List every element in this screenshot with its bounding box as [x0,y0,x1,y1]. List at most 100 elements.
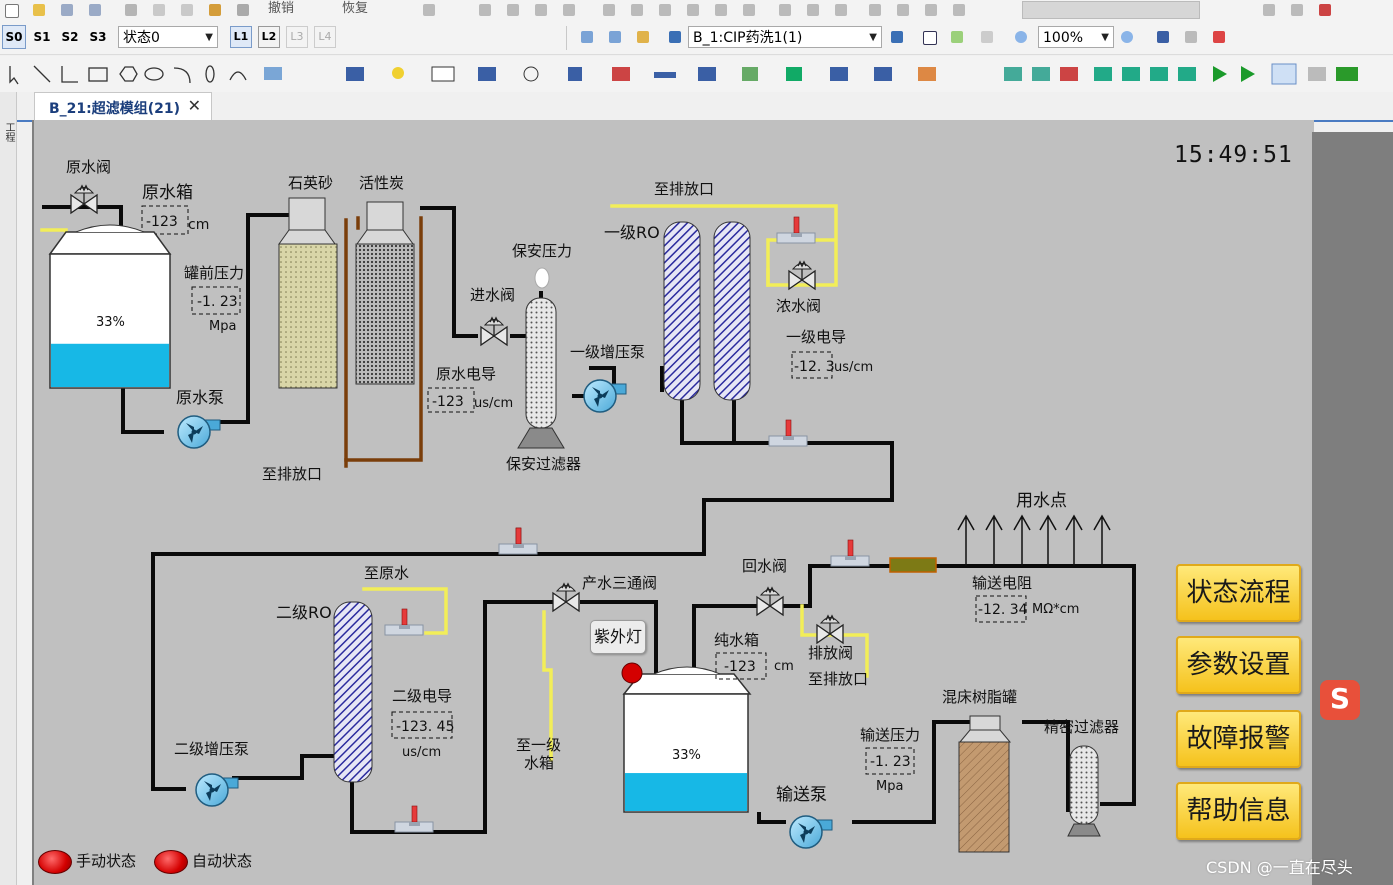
move-widget-icon[interactable] [786,67,802,81]
activated-carbon-filter[interactable] [355,201,415,385]
delete-icon[interactable] [234,1,252,19]
open-folder-icon[interactable] [30,1,48,19]
grid-settings-icon[interactable] [1182,28,1200,46]
download-all-icon[interactable] [1122,67,1140,81]
return-valve[interactable] [756,587,784,616]
uv-lamp-button[interactable]: 紫外灯 [590,620,646,654]
page-props-icon[interactable] [634,28,652,46]
font-combo[interactable] [1022,1,1200,19]
align-top-icon[interactable] [560,1,578,19]
line-tool-icon[interactable] [33,65,51,83]
security-filter[interactable] [517,297,565,449]
inlet-valve[interactable] [480,317,508,346]
copy-icon[interactable] [150,1,168,19]
same-height-icon[interactable] [684,1,702,19]
align-bottom-icon[interactable] [600,1,618,19]
font-color-icon[interactable] [1316,1,1334,19]
bulb-icon[interactable] [392,67,404,79]
close-icon[interactable]: ✕ [187,96,201,115]
paste-icon[interactable] [178,1,196,19]
sync-icon[interactable] [1178,67,1196,81]
group-icon[interactable] [776,1,794,19]
pure-water-tank[interactable]: 33% [622,666,752,813]
fault-alarm-button[interactable]: 故障报警 [1176,710,1301,768]
bar-widget-icon[interactable] [478,67,496,81]
raw-water-tank[interactable]: 33% [48,224,172,389]
csv-icon[interactable] [1308,67,1326,81]
undo-button[interactable]: 撤销 [268,1,295,16]
paste-special-icon[interactable] [206,1,224,19]
state-s3-button[interactable]: S3 [89,30,107,44]
page-next-icon[interactable] [888,28,906,46]
zoom-combo[interactable]: 100%▼ [1038,26,1114,48]
distribute-icon[interactable] [628,1,646,19]
tab-document[interactable]: B_21:超滤模组(21) ✕ [34,92,212,120]
ro1-membrane-b[interactable] [713,221,751,401]
left-dock-strip[interactable]: 工程 [0,92,17,885]
find-icon[interactable] [420,1,438,19]
rebuild-icon[interactable] [1032,67,1050,81]
chord-tool-icon[interactable] [205,65,215,83]
save-icon[interactable] [58,1,76,19]
save-all-icon[interactable] [86,1,104,19]
layout-icon[interactable] [948,28,966,46]
download-icon[interactable] [1094,67,1112,81]
raw-pump[interactable] [177,415,221,449]
valve-widget-icon[interactable] [742,67,758,81]
clean-icon[interactable] [1060,67,1078,81]
italic-icon[interactable] [1288,1,1306,19]
same-width-icon[interactable] [656,1,674,19]
magnet-icon[interactable] [1210,28,1228,46]
table-widget-icon[interactable] [698,67,716,81]
simulate-icon[interactable] [1241,66,1255,82]
recipe-widget-icon[interactable] [830,67,848,81]
cloud-icon[interactable] [1271,63,1297,85]
state-combo[interactable]: 状态0▼ [118,26,218,48]
zoom-in-icon[interactable] [1012,28,1030,46]
fine-filter[interactable] [1067,745,1101,837]
new-file-icon[interactable] [2,1,20,19]
lock-icon[interactable] [950,1,968,19]
cut-icon[interactable] [122,1,140,19]
clock-widget-icon[interactable] [523,66,539,82]
redo-button[interactable]: 恢复 [342,1,369,16]
window-icon[interactable] [920,28,938,46]
fit-icon[interactable] [978,28,996,46]
grid-icon[interactable] [1154,28,1172,46]
bold-icon[interactable] [1260,1,1278,19]
layer-down-icon[interactable] [922,1,940,19]
state-s1-button[interactable]: S1 [33,30,51,44]
page-prev-icon[interactable] [666,28,684,46]
report-widget-icon[interactable] [874,67,892,81]
align-left-icon[interactable] [476,1,494,19]
quartz-sand-filter[interactable] [278,197,338,389]
state-s2-button[interactable]: S2 [61,30,79,44]
rectangle-tool-icon[interactable] [88,67,108,82]
polyline-tool-icon[interactable] [61,66,78,83]
arc-tool-icon[interactable] [173,67,191,84]
product-valve[interactable] [552,583,580,612]
image-tool-icon[interactable] [264,67,282,80]
page-combo[interactable]: B_1:CIP药洗1(1)▼ [688,26,882,48]
align-right-icon[interactable] [532,1,550,19]
same-size-icon[interactable] [712,1,730,19]
mixed-bed-resin-tank[interactable] [958,715,1012,853]
layer-l3-button[interactable]: L3 [286,26,308,48]
hmi-device-icon[interactable] [1336,67,1358,81]
discharge-valve[interactable] [816,615,844,644]
compile-icon[interactable] [1004,67,1022,81]
ro2-membrane[interactable] [333,601,373,783]
gauge-widget-icon[interactable] [568,67,582,81]
page-list-icon[interactable] [606,28,624,46]
state-flow-button[interactable]: 状态流程 [1176,564,1301,622]
stage2-pump[interactable] [195,773,239,807]
slider-widget-icon[interactable] [654,72,676,78]
grid-snap-icon[interactable] [740,1,758,19]
zoom-out-icon[interactable] [1118,28,1136,46]
page-add-icon[interactable] [578,28,596,46]
state-s0-button[interactable]: S0 [2,25,26,49]
ellipse-tool-icon[interactable] [144,67,164,81]
send-back-icon[interactable] [866,1,884,19]
pie-tool-icon[interactable] [229,71,247,81]
help-info-button[interactable]: 帮助信息 [1176,782,1301,840]
